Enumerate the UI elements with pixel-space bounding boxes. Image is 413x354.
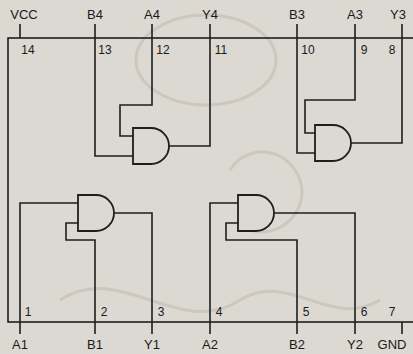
pin-name: A1: [12, 338, 28, 351]
pin-number: 8: [389, 44, 396, 56]
pin-number: 1: [25, 306, 32, 318]
pin-number: 2: [101, 306, 108, 318]
pin-name: VCC: [10, 8, 37, 21]
pin-number: 14: [21, 44, 34, 56]
pin-name: A3: [347, 8, 363, 21]
pin-wire: [66, 223, 95, 334]
pin-number: 3: [158, 306, 165, 318]
pin-number: 13: [98, 44, 111, 56]
pin-number: 4: [216, 306, 223, 318]
and-gate-symbol: [315, 125, 351, 161]
pin-number: 7: [389, 306, 396, 318]
and-gates: [78, 125, 351, 231]
pin-wire: [351, 24, 402, 143]
pin-wire: [114, 213, 152, 334]
pin-name: Y1: [144, 338, 160, 351]
pin-name: GND: [378, 338, 407, 351]
pin-number: 5: [303, 306, 310, 318]
pin-number: 11: [215, 44, 227, 56]
chip-wiring: [8, 24, 413, 334]
pin-wire: [120, 24, 152, 136]
watermark-emblem: [60, 15, 380, 312]
pin-wire: [401, 322, 403, 334]
pin-name: B3: [289, 8, 305, 21]
pin-name: A2: [202, 338, 218, 351]
pin-name: Y3: [390, 8, 406, 21]
pin-wire: [19, 24, 21, 38]
pin-name: B1: [87, 338, 103, 351]
pin-wire: [226, 223, 297, 334]
pin-number: 12: [156, 44, 169, 56]
pin-name: Y2: [347, 338, 363, 351]
pin-number: 10: [301, 44, 314, 56]
and-gate-symbol: [133, 128, 169, 164]
pin-number: 9: [361, 44, 368, 56]
pin-wire: [169, 24, 210, 146]
pin-wire: [305, 24, 355, 133]
pin-name: Y4: [202, 8, 218, 21]
pin-name: A4: [144, 8, 160, 21]
pin-name: B4: [87, 8, 103, 21]
pin-number: 6: [361, 306, 368, 318]
pin-wire: [274, 213, 355, 334]
and-gate-symbol: [78, 195, 114, 231]
pin-name: B2: [289, 338, 305, 351]
and-gate-symbol: [238, 195, 274, 231]
